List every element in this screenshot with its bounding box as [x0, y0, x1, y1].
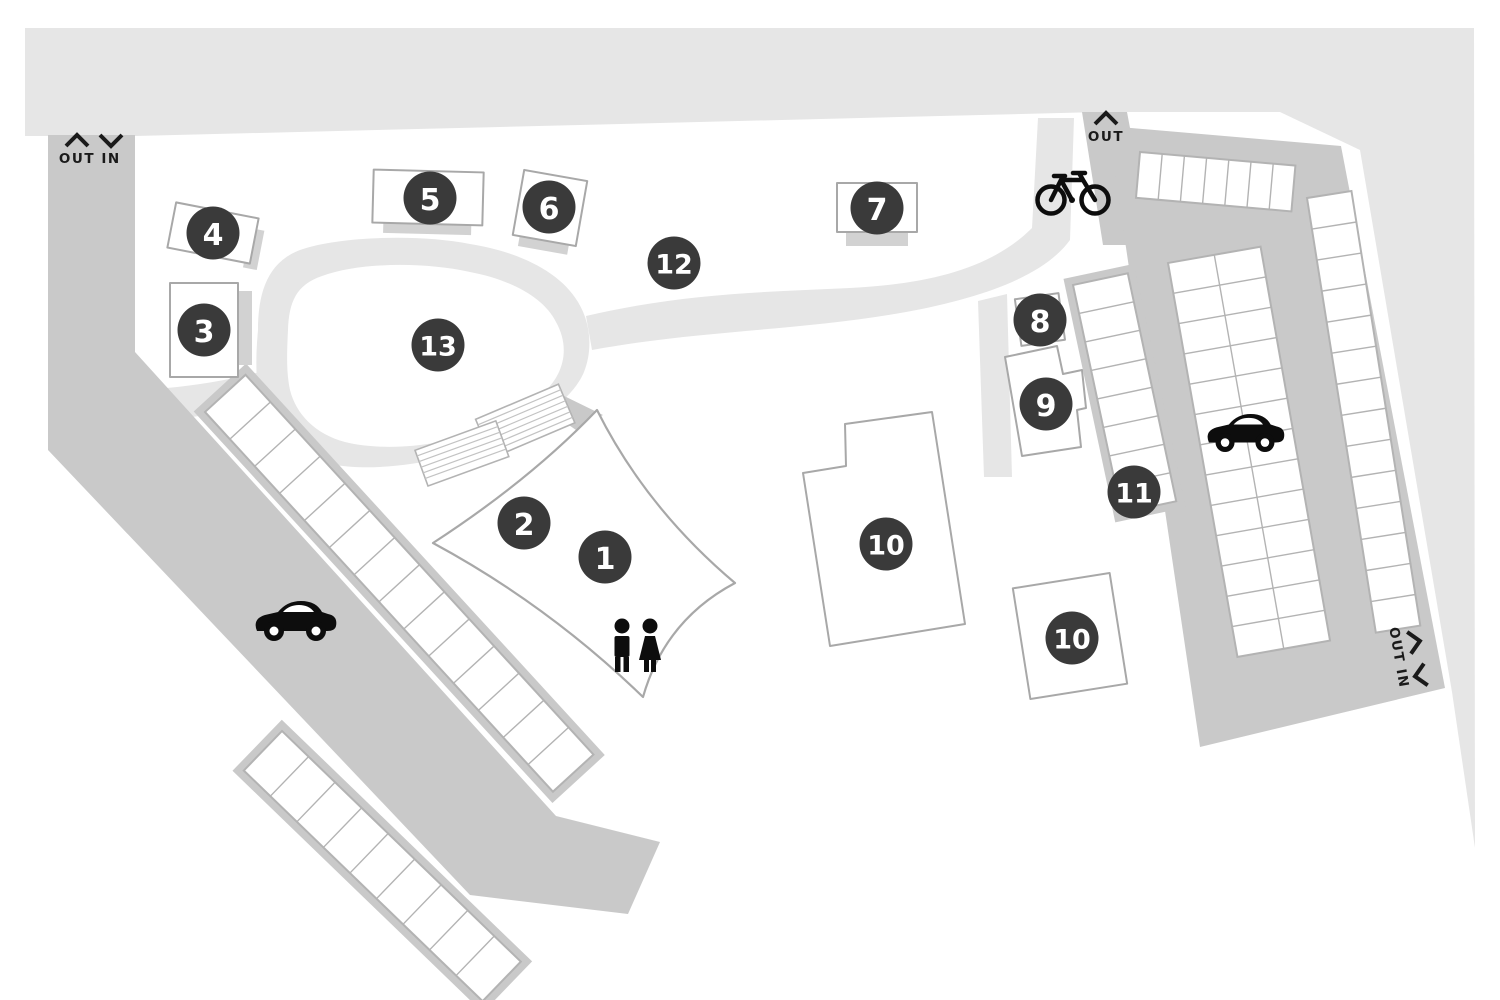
- building-3-shadow: [238, 291, 252, 365]
- marker-10-circle: [859, 517, 913, 571]
- gate-top-left-label: OUT: [59, 151, 95, 167]
- marker-3-number: 3: [194, 315, 215, 350]
- marker-11-number: 11: [1115, 479, 1153, 510]
- marker-13-circle: [411, 318, 465, 372]
- marker-6-number: 6: [539, 192, 560, 227]
- marker-11-circle: [1107, 465, 1161, 519]
- lot-east-center: [1166, 245, 1332, 659]
- lot-west-lower: [232, 719, 533, 1000]
- gate-top-left-label: IN: [101, 151, 120, 167]
- marker-9: 9: [1019, 377, 1073, 431]
- arrow-up-icon: [1093, 110, 1119, 126]
- lot-small-11-dividers: [1078, 301, 1171, 486]
- bicycle-icon: [1035, 170, 1111, 216]
- marker-9-circle: [1019, 377, 1073, 431]
- lot-east-right-col-dividers: [1311, 221, 1416, 603]
- gate-top-right: OUT: [1088, 110, 1124, 145]
- marker-8-number: 8: [1030, 305, 1051, 340]
- marker-8: 8: [1013, 293, 1067, 347]
- marker-3-circle: [177, 303, 231, 357]
- marker-12-number: 12: [655, 250, 693, 281]
- marker-2: 2: [497, 496, 551, 550]
- lot-west-upper: [193, 363, 605, 804]
- stairs: [413, 383, 603, 488]
- building-7-shadow: [846, 231, 908, 246]
- marker-7-number: 7: [867, 193, 888, 228]
- gate-top-right-label: OUT: [1088, 129, 1124, 145]
- marker-10: 10: [859, 517, 913, 571]
- marker-2-circle: [497, 496, 551, 550]
- marker-7: 7: [850, 181, 904, 235]
- lot-east-top-row-dividers: [1157, 153, 1274, 210]
- marker-4-circle: [186, 206, 240, 260]
- marker-3: 3: [177, 303, 231, 357]
- marker-10-circle: [1045, 611, 1099, 665]
- marker-5-circle: [403, 171, 457, 225]
- gate-top-left-out: OUT: [59, 132, 95, 167]
- lot-east-top-row-stalls: [1134, 150, 1297, 213]
- marker-4-number: 4: [203, 218, 224, 253]
- marker-10-number: 10: [867, 531, 905, 562]
- gate-bottom-right-out: OUT: [1385, 626, 1423, 664]
- gate-bottom-right: OUT IN: [1385, 626, 1429, 690]
- lot-west-lower-dividers: [269, 756, 495, 977]
- gate-bottom-right-in: IN: [1393, 662, 1429, 690]
- lot-east-right-col: [1305, 189, 1422, 634]
- marker-13-number: 13: [419, 332, 457, 363]
- car-icon: [1207, 414, 1285, 453]
- marker-13: 13: [411, 318, 465, 372]
- restroom-woman-icon: [639, 618, 661, 672]
- arrow-down-icon: [1412, 662, 1429, 687]
- gate-top-left-in: IN: [98, 133, 124, 167]
- marker-1-circle: [578, 530, 632, 584]
- marker-11: 11: [1107, 465, 1161, 519]
- gates-layer: OUT IN OUT OUT IN: [59, 110, 1429, 690]
- lot-west-lower-stalls: [242, 729, 523, 1000]
- marker-2-number: 2: [514, 508, 535, 543]
- marker-9-number: 9: [1036, 389, 1057, 424]
- arrow-up-icon: [64, 132, 90, 148]
- car-icon: [255, 601, 337, 641]
- icons-layer: [255, 170, 1285, 672]
- perimeter-road: [25, 28, 1475, 848]
- path-east: [586, 118, 1074, 350]
- marker-1-number: 1: [595, 542, 616, 577]
- marker-1: 1: [578, 530, 632, 584]
- arrow-up-icon: [1406, 630, 1423, 655]
- marker-6: 6: [522, 180, 576, 234]
- marker-12: 12: [647, 236, 701, 290]
- marker-12-circle: [647, 236, 701, 290]
- marker-8-circle: [1013, 293, 1067, 347]
- marker-10-number: 10: [1053, 625, 1091, 656]
- gate-top-right-out: OUT: [1088, 110, 1124, 145]
- gate-top-left: OUT IN: [59, 132, 124, 167]
- marker-6-circle: [522, 180, 576, 234]
- marker-4: 4: [186, 206, 240, 260]
- marker-5-number: 5: [420, 183, 441, 218]
- marker-7-circle: [850, 181, 904, 235]
- lot-east-top-row: [1134, 150, 1297, 213]
- marker-10: 10: [1045, 611, 1099, 665]
- stairs-flight-lower: [413, 419, 510, 488]
- restroom-man-icon: [614, 618, 630, 672]
- gate-bottom-right-label: OUT: [1385, 626, 1407, 664]
- path-south-branch: [978, 294, 1012, 477]
- arrow-down-icon: [98, 133, 124, 149]
- driveway-west: [48, 135, 660, 914]
- marker-5: 5: [403, 171, 457, 225]
- gate-bottom-right-label: IN: [1393, 668, 1412, 690]
- parking-lots-layer: [193, 150, 1422, 1000]
- lot-west-upper-dividers: [229, 401, 570, 766]
